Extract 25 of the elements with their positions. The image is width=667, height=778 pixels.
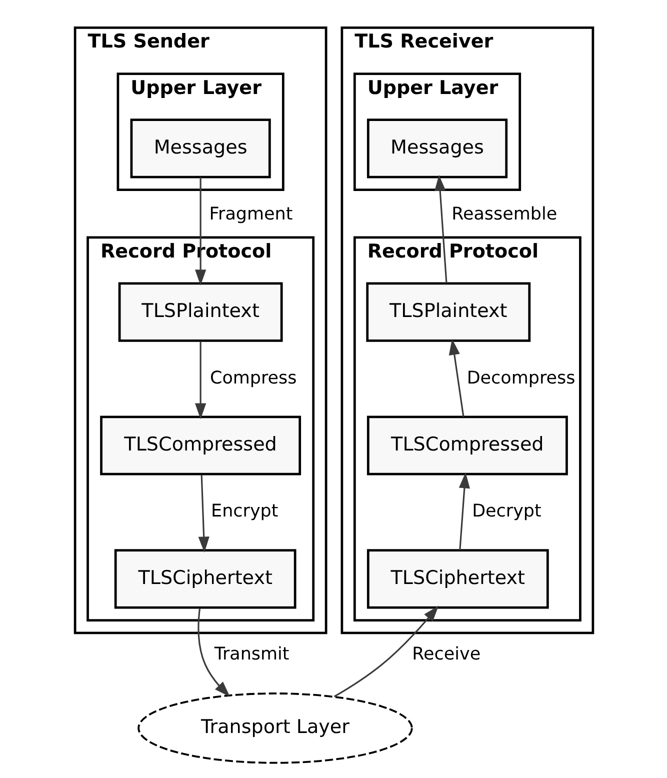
node-box: Messages xyxy=(130,118,270,178)
arrow xyxy=(194,341,206,420)
node-box: TLSCompressed xyxy=(100,416,301,476)
edge-label: Compress xyxy=(210,368,296,388)
arrow xyxy=(458,472,470,550)
node-box: TLSCiphertext xyxy=(366,549,548,609)
edge-label: Transmit xyxy=(214,644,289,665)
edge-label: Fragment xyxy=(208,204,292,225)
edge-label: Decompress xyxy=(466,368,575,388)
node-ellipse: Transport Layer xyxy=(137,692,412,764)
node-box: TLSCompressed xyxy=(366,416,568,476)
node-box: Messages xyxy=(366,118,508,178)
node-box: TLSPlaintext xyxy=(366,282,530,342)
edge-label: Reassemble xyxy=(451,204,557,225)
arrow xyxy=(333,606,438,698)
edge-label: Encrypt xyxy=(210,502,278,522)
arrow xyxy=(434,174,447,284)
arrow xyxy=(194,177,206,286)
node-box: TLSCiphertext xyxy=(114,549,296,609)
edge-label: Receive xyxy=(412,644,480,665)
arrow xyxy=(197,608,230,697)
node-box: TLSPlaintext xyxy=(118,282,282,342)
arrow xyxy=(448,338,464,417)
arrow xyxy=(198,474,209,553)
edge-label: Decrypt xyxy=(472,502,541,522)
